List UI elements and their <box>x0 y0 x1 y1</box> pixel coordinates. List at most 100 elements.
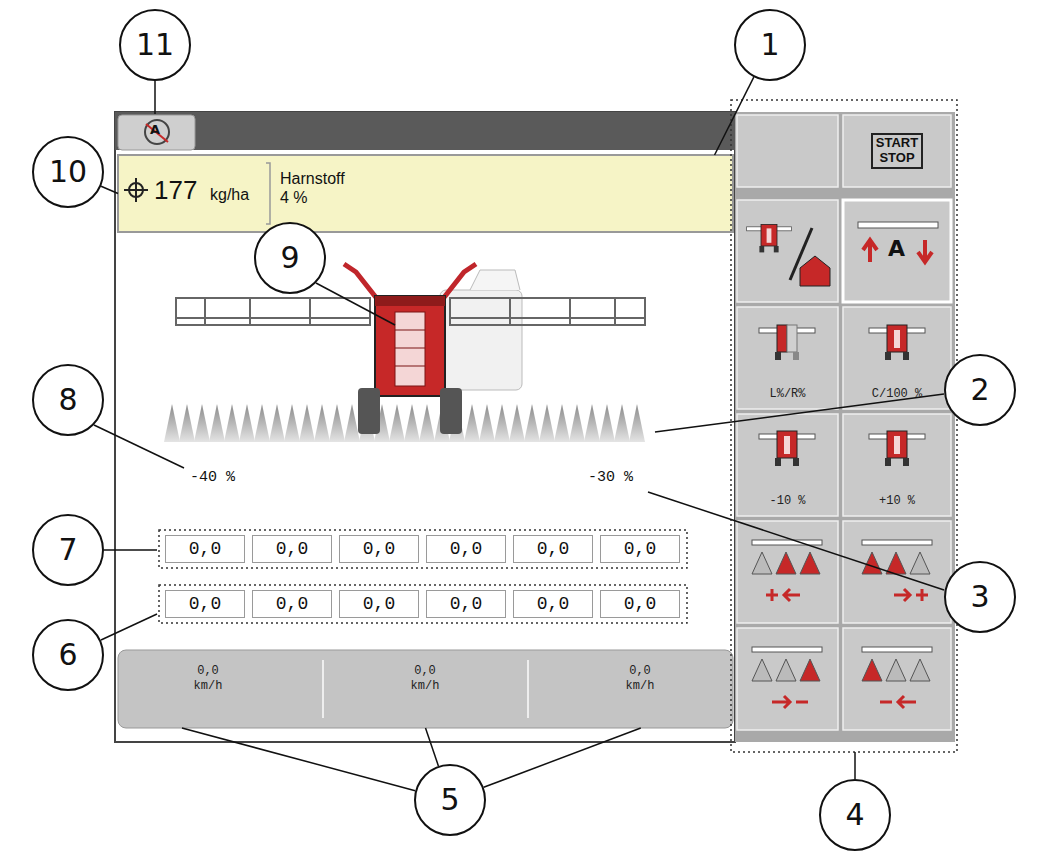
softkey-button: -10 % <box>737 414 838 516</box>
display-text: Harnstoff 4 % <box>280 169 352 207</box>
button-panel <box>737 521 838 623</box>
softkey-button: L%/R% <box>737 307 838 409</box>
spreader-illustration <box>224 404 240 442</box>
balance-percent: -30 % <box>588 470 633 485</box>
spreader-illustration <box>494 404 510 442</box>
button-panel <box>918 240 932 262</box>
button-panel <box>766 589 800 601</box>
screen-frame <box>115 112 735 742</box>
button-panel <box>737 307 838 409</box>
section-value-cell: 0,0 <box>339 590 419 618</box>
screen-frame <box>115 112 735 150</box>
button-panel <box>776 659 796 681</box>
section-value-cell: 0,0 <box>600 590 680 618</box>
spreader-illustration <box>314 404 330 442</box>
button-panel <box>735 112 955 742</box>
button-panel <box>772 696 808 708</box>
balance-percent: -40 % <box>190 470 235 485</box>
callout-text: 11 <box>136 30 174 60</box>
button-panel <box>869 431 925 466</box>
spreader-illustration <box>239 404 255 442</box>
icon-letter: A <box>150 123 160 136</box>
spreader-illustration <box>419 404 435 442</box>
button-panel <box>737 115 951 730</box>
display-text: START STOP <box>871 133 923 169</box>
start-stop-button: START STOP <box>843 115 951 187</box>
spreader-illustration <box>164 404 180 442</box>
callout-number: 6 <box>32 619 104 691</box>
button-panel <box>863 240 877 262</box>
button-panel <box>752 540 822 545</box>
spreader-illustration <box>539 404 555 442</box>
callout-text: 1 <box>760 30 779 60</box>
leader-line <box>101 614 157 640</box>
dotted-bracket <box>159 100 957 752</box>
softkey-button: +10 % <box>843 414 951 516</box>
button-panel <box>752 552 772 574</box>
button-panel <box>776 552 796 574</box>
button-panel <box>843 628 951 730</box>
button-panel <box>862 552 882 574</box>
callout-number: 8 <box>32 364 104 436</box>
callout-text: 8 <box>58 385 77 415</box>
spreader-illustration <box>176 298 370 325</box>
speed-panel-ground <box>323 660 528 718</box>
button-panel <box>800 552 820 574</box>
spreader-illustration <box>179 404 195 442</box>
cell-value: 0,0 <box>624 540 656 558</box>
callout-text: 5 <box>440 785 459 815</box>
spreader-illustration <box>358 388 380 434</box>
cell-value: 0,0 <box>276 540 308 558</box>
leader-line <box>854 752 856 779</box>
leader-line <box>101 186 118 193</box>
spreader-illustration <box>404 404 420 442</box>
spreader-illustration <box>464 404 480 442</box>
section-value-cell: 0,0 <box>339 535 419 563</box>
spreader-illustration <box>254 404 270 442</box>
speed-panel-ground <box>118 650 733 728</box>
dotted-bracket <box>731 100 957 752</box>
spreader-illustration <box>614 404 630 442</box>
cell-value: 0,0 <box>537 595 569 613</box>
leader-line <box>154 81 156 114</box>
callout-text: 2 <box>970 375 989 405</box>
spreader-illustration <box>375 296 445 396</box>
display-text: L%/R% <box>769 388 805 401</box>
spreader-illustration <box>375 296 445 306</box>
cell-value: 0,0 <box>276 595 308 613</box>
button-panel <box>869 325 925 360</box>
callout-text: 10 <box>49 157 87 187</box>
button-panel <box>880 696 916 708</box>
spreader-illustration <box>479 404 495 442</box>
screen-frame <box>146 124 168 142</box>
spreader-illustration <box>450 298 645 325</box>
leader-line <box>426 728 439 766</box>
callout-number: 5 <box>414 764 486 836</box>
callout-number: 9 <box>254 222 326 294</box>
cell-value: 0,0 <box>189 540 221 558</box>
spreader-illustration <box>284 404 300 442</box>
display-text: kg/ha <box>210 185 249 204</box>
spreader-illustration <box>389 404 405 442</box>
button-panel <box>759 431 815 466</box>
spreader-illustration <box>629 404 645 442</box>
info-box: 177kg/haHarnstoff 4 % <box>118 155 733 232</box>
spreader-illustration <box>299 404 315 442</box>
section-value-cell: 0,0 <box>513 590 593 618</box>
button-panel <box>894 589 928 601</box>
callout-number: 2 <box>944 354 1016 426</box>
button-panel <box>800 256 830 286</box>
cell-value: 0,0 <box>450 595 482 613</box>
button-panel <box>910 552 930 574</box>
spreader-illustration <box>599 404 615 442</box>
leader-line <box>182 728 415 791</box>
spreader-illustration <box>569 404 585 442</box>
speed-panel: 0,0 km/h0,0 km/h0,0 km/h <box>118 650 733 728</box>
cell-value: 0,0 <box>363 540 395 558</box>
button-panel <box>910 659 930 681</box>
spreader-illustration <box>269 404 285 442</box>
spreader-illustration <box>524 404 540 442</box>
callout-text: 4 <box>845 800 864 830</box>
